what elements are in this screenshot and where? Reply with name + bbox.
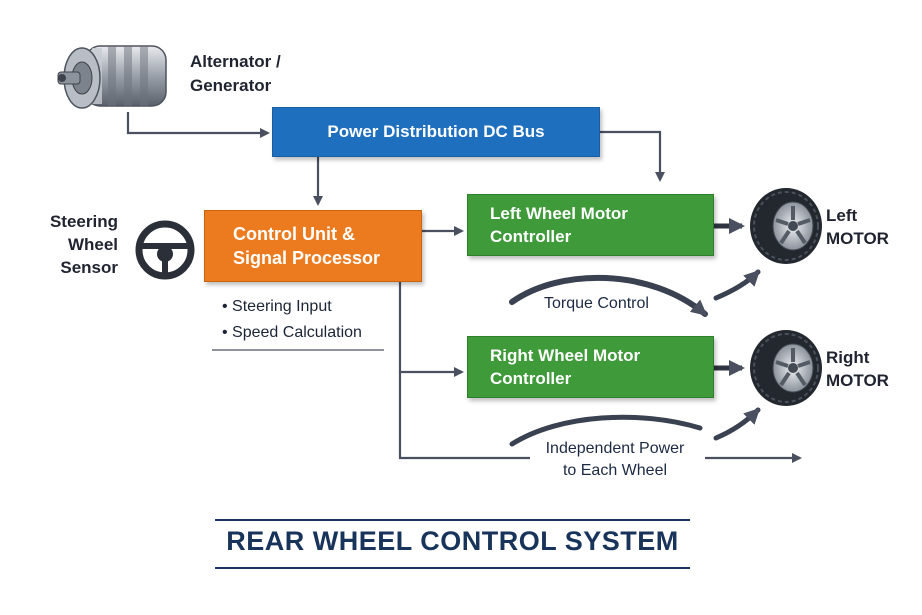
generator-label: Alternator / Generator xyxy=(190,50,281,98)
torque-control-label: Torque Control xyxy=(544,295,649,312)
control-to-output-arrow-1 xyxy=(398,372,530,460)
steering-wheel-icon xyxy=(135,220,195,280)
control-unit-label-line: Signal Processor xyxy=(233,248,381,268)
right-motor-label: Right MOTOR xyxy=(826,346,889,392)
control-unit-label-line: Control Unit & xyxy=(233,224,355,244)
left-motor-label-line: MOTOR xyxy=(826,229,889,248)
power-bus-label: Power Distribution DC Bus xyxy=(327,122,545,141)
right-tire-icon xyxy=(750,330,822,406)
independent-flick-arrow xyxy=(713,407,761,441)
bullet-item: • Steering Input xyxy=(222,298,332,315)
steering-label-line: Steering xyxy=(49,212,118,231)
control-unit-box[interactable]: Control Unit & Signal Processor xyxy=(204,210,422,282)
diagram-title: REAR WHEEL CONTROL SYSTEM xyxy=(226,526,679,556)
left-motor-label-line: Left xyxy=(826,206,858,225)
right-controller-box[interactable]: Right Wheel Motor Controller xyxy=(467,336,714,398)
left-motor-label: Left MOTOR xyxy=(826,204,889,250)
left-controller-label-line: Left Wheel Motor xyxy=(490,204,628,223)
connectors xyxy=(126,112,802,463)
bullet-text: Steering Input xyxy=(232,298,332,315)
independent-curve-arrow xyxy=(509,414,703,447)
bus-to-left-controller-arrow xyxy=(600,130,665,182)
generator-label-line: Alternator / xyxy=(190,52,281,71)
power-bus-box[interactable]: Power Distribution DC Bus xyxy=(272,107,600,157)
left-tire-icon xyxy=(750,188,822,264)
steering-label-line: Wheel xyxy=(67,235,118,254)
curved-arrows xyxy=(509,269,761,447)
right-motor-label-line: MOTOR xyxy=(826,371,889,390)
independent-power-label: Independent Power to Each Wheel xyxy=(530,438,700,482)
right-controller-label-line: Controller xyxy=(490,369,572,388)
independent-power-line: to Each Wheel xyxy=(562,462,668,479)
left-controller-box[interactable]: Left Wheel Motor Controller xyxy=(467,194,714,256)
right-controller-label-line: Right Wheel Motor xyxy=(490,346,641,365)
torque-flick-arrow xyxy=(713,269,761,301)
steering-label-line: Sensor xyxy=(60,258,118,277)
independent-power-line: Independent Power xyxy=(545,440,685,457)
generator-to-bus-arrow xyxy=(126,112,270,138)
alternator-icon xyxy=(57,45,167,109)
steering-label: Steering Wheel Sensor xyxy=(40,210,118,279)
control-to-right-controller-arrow xyxy=(398,282,464,377)
bullet-item: • Speed Calculation xyxy=(222,324,362,341)
bullet-text: Speed Calculation xyxy=(232,324,362,341)
control-bullet-list: • Steering Input • Speed Calculation xyxy=(222,294,362,346)
torque-curve-arrow xyxy=(509,274,708,317)
left-controller-label-line: Controller xyxy=(490,227,572,246)
generator-label-line: Generator xyxy=(190,76,272,95)
controller-to-motor-arrows xyxy=(714,218,745,376)
right-motor-label-line: Right xyxy=(826,348,870,367)
